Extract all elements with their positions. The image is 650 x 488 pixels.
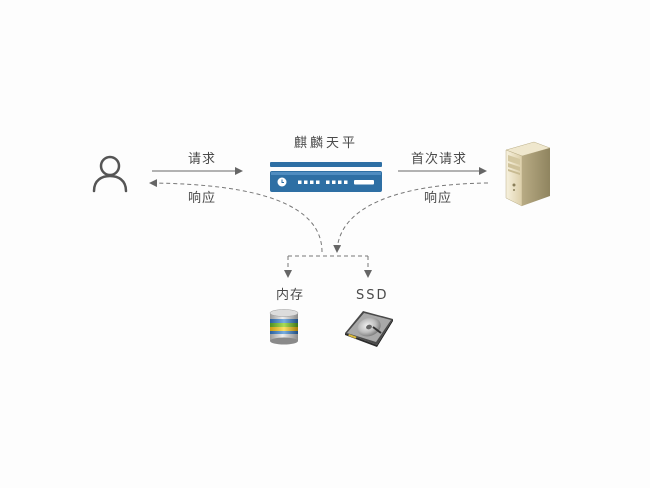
origin-request-label: 首次请求 — [411, 152, 468, 167]
client-response-label: 响应 — [188, 191, 217, 206]
server-tower-icon — [504, 138, 552, 208]
load-balancer-icon — [270, 162, 382, 192]
user-icon — [90, 152, 130, 194]
client-request-label: 请求 — [188, 152, 217, 167]
hard-drive-icon — [343, 309, 395, 347]
memory-label: 内存 — [276, 288, 305, 303]
origin-response-label: 响应 — [424, 191, 453, 206]
origin-response-arrow — [333, 182, 489, 253]
database-stack-icon — [268, 309, 300, 345]
ssd-label: SSD — [356, 288, 389, 303]
client-response-arrow — [149, 179, 323, 253]
proxy-title: 麒麟天平 — [294, 136, 359, 151]
